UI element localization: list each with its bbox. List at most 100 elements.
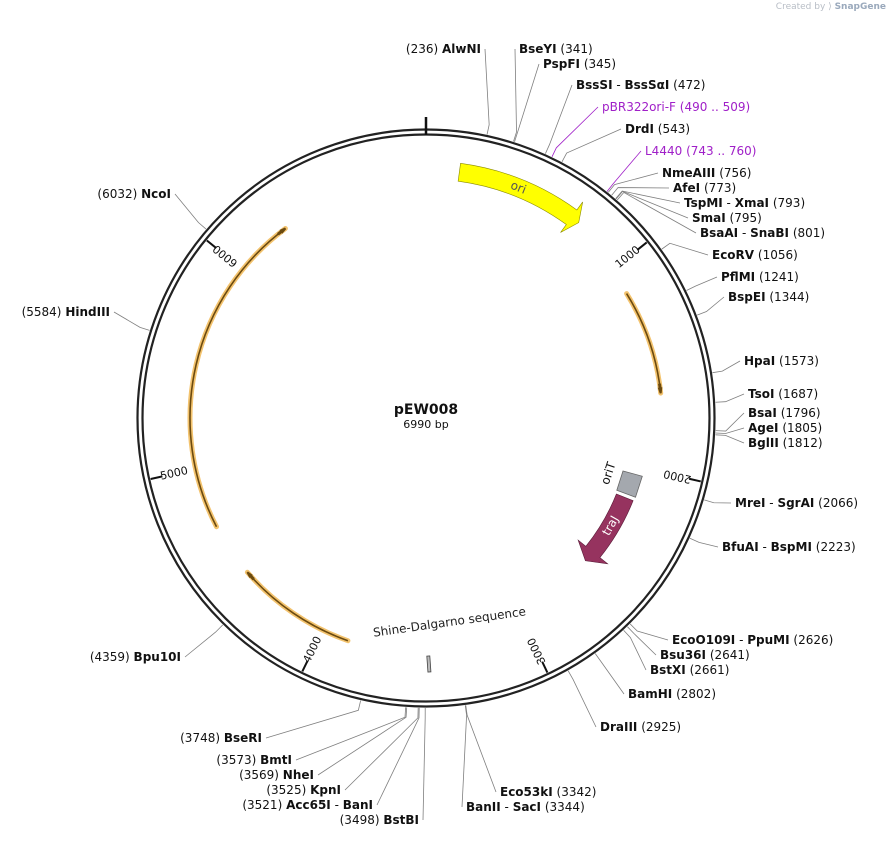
site-leaders bbox=[113, 48, 745, 821]
orf-arrowhead-1 bbox=[246, 571, 255, 581]
site-leader-36 bbox=[113, 311, 150, 331]
scale-tick-4000 bbox=[301, 660, 309, 672]
site-pos-20: (2066) bbox=[818, 496, 858, 510]
site-pos-12: (1056) bbox=[758, 248, 798, 262]
site-leader-20 bbox=[704, 499, 732, 504]
site-leader-9 bbox=[615, 190, 681, 204]
orf-line-1 bbox=[246, 571, 349, 642]
site-leader-22 bbox=[629, 623, 669, 641]
site-leader-27 bbox=[465, 705, 497, 793]
scale-tick-label-4000: 4000 bbox=[300, 634, 324, 665]
site-leader-33 bbox=[295, 707, 407, 761]
site-sep-30: - bbox=[331, 798, 343, 812]
site-sep-3: - bbox=[613, 78, 625, 92]
orf-highlight-2 bbox=[187, 226, 288, 530]
site-name-8: AfeI bbox=[673, 181, 700, 195]
scale-tick-5000 bbox=[150, 475, 163, 480]
site-pos-14: (1344) bbox=[769, 290, 809, 304]
site-leader-17 bbox=[715, 412, 745, 432]
orf-highlight-1 bbox=[244, 569, 351, 644]
site-pos-23: (2641) bbox=[710, 648, 750, 662]
site-pos-33: (3573) bbox=[216, 753, 256, 767]
scale-tick-label-1000: 1000 bbox=[613, 243, 643, 271]
site-leader-28 bbox=[461, 705, 467, 808]
site-pos-34: (3748) bbox=[180, 731, 220, 745]
site-label-bmti: (3573) BmtI bbox=[216, 753, 292, 767]
site-leader-2 bbox=[514, 63, 540, 142]
site-name-33: BmtI bbox=[260, 753, 292, 767]
site-leader-3 bbox=[545, 84, 573, 154]
site-leader-30 bbox=[376, 707, 420, 806]
site-pos-21: (2223) bbox=[816, 540, 856, 554]
site-pos-37: (6032) bbox=[97, 187, 137, 201]
site-leader-34 bbox=[265, 700, 362, 739]
site-label-l4440: L4440 (743 .. 760) bbox=[645, 144, 757, 158]
site-label-bamhi: BamHI (2802) bbox=[628, 687, 716, 701]
orf-line-0 bbox=[625, 293, 662, 394]
site-name2-21: BspMI bbox=[771, 540, 812, 554]
site-name-31: KpnI bbox=[310, 783, 341, 797]
site-label-mrei: MreI - SgrAI (2066) bbox=[735, 496, 858, 510]
site-pos-18: (1805) bbox=[782, 421, 822, 435]
site-name2-20: SgrAI bbox=[777, 496, 814, 510]
site-leader-35 bbox=[184, 624, 224, 658]
site-leader-11 bbox=[616, 191, 697, 234]
site-label-draiii: DraIII (2925) bbox=[600, 720, 681, 734]
shine-dalgarno-mark bbox=[426, 655, 432, 673]
site-pos-22: (2626) bbox=[793, 633, 833, 647]
site-pos-26: (2925) bbox=[641, 720, 681, 734]
site-label-bstbi: (3498) BstBI bbox=[340, 813, 419, 827]
ori-feature-arrow bbox=[457, 162, 583, 233]
site-leader-16 bbox=[715, 393, 745, 403]
plasmid-length: 6990 bp bbox=[403, 418, 448, 431]
site-sep-20: - bbox=[765, 496, 777, 510]
scale-tick-6000 bbox=[206, 239, 217, 249]
site-name-14: BspEI bbox=[728, 290, 766, 304]
site-label-ecorv: EcoRV (1056) bbox=[712, 248, 798, 262]
scale-tick-1000 bbox=[636, 241, 648, 251]
scale-tick-label-3000: 3000 bbox=[525, 636, 549, 667]
site-label-alwni: (236) AlwNI bbox=[406, 42, 481, 56]
site-name-21: BfuAI bbox=[722, 540, 759, 554]
scale-tick-3000 bbox=[541, 661, 549, 673]
site-pos-19: (1812) bbox=[783, 436, 823, 450]
site-leader-19 bbox=[715, 434, 745, 444]
site-name-37: NcoI bbox=[141, 187, 171, 201]
site-name2-30: BanI bbox=[343, 798, 373, 812]
site-label-acc65i: (3521) Acc65I - BanI bbox=[242, 798, 373, 812]
site-label-afei: AfeI (773) bbox=[673, 181, 736, 195]
site-name-13: PflMI bbox=[721, 270, 755, 284]
site-pos-24: (2661) bbox=[690, 663, 730, 677]
site-pos-4: (490 .. 509) bbox=[680, 100, 750, 114]
plasmid-backbone bbox=[136, 117, 716, 708]
site-name2-22: PpuMI bbox=[747, 633, 789, 647]
site-label-bstxi: BstXI (2661) bbox=[650, 663, 729, 677]
site-pos-36: (5584) bbox=[22, 305, 62, 319]
site-name2-11: SnaBI bbox=[750, 226, 789, 240]
site-name-19: BglII bbox=[748, 436, 779, 450]
site-pos-7: (756) bbox=[719, 166, 751, 180]
site-name-10: SmaI bbox=[692, 211, 726, 225]
oriT-feature-label: oriT bbox=[598, 460, 619, 487]
scale-tick-label-5000: 5000 bbox=[159, 464, 189, 483]
site-pos-11: (801) bbox=[793, 226, 825, 240]
site-name-11: BsaAI bbox=[700, 226, 738, 240]
orf-highlight-0 bbox=[624, 291, 664, 396]
site-sep-22: - bbox=[735, 633, 747, 647]
site-label-drdi: DrdI (543) bbox=[625, 122, 690, 136]
scale-tick-label-2000: 2000 bbox=[662, 467, 692, 486]
snapgene-credit: Created by ⟩ SnapGene bbox=[776, 2, 886, 12]
site-pos-31: (3525) bbox=[266, 783, 306, 797]
site-label-ncoi: (6032) NcoI bbox=[97, 187, 171, 201]
orf-arrows bbox=[187, 226, 664, 644]
site-label-nhei: (3569) NheI bbox=[239, 768, 314, 782]
site-leader-25 bbox=[594, 653, 625, 695]
site-name-26: DraIII bbox=[600, 720, 637, 734]
site-label-bseyi: BseYI (341) bbox=[519, 42, 593, 56]
orf-arrowhead-2 bbox=[276, 227, 287, 236]
site-leader-32 bbox=[317, 707, 408, 776]
site-pos-15: (1573) bbox=[779, 354, 819, 368]
site-name-28: BanII bbox=[466, 800, 501, 814]
site-pos-5: (543) bbox=[658, 122, 690, 136]
